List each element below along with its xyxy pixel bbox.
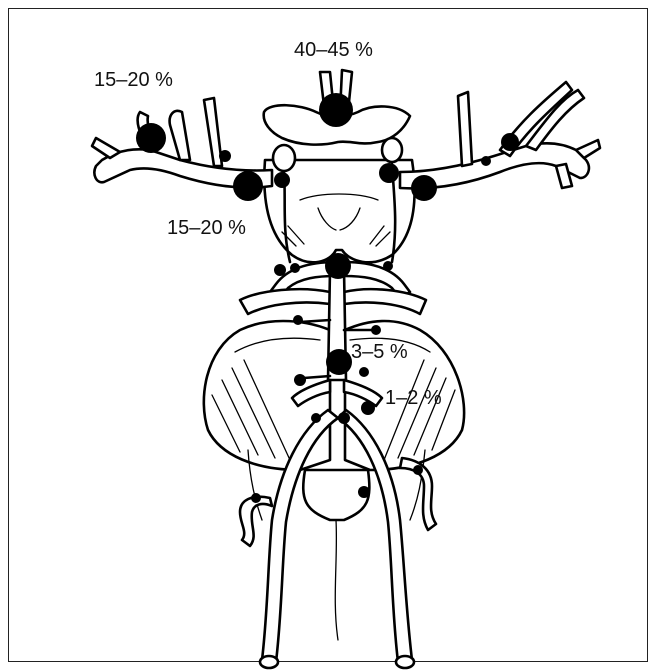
aneurysm-aica-left bbox=[294, 374, 306, 386]
label-acom-percent: 40–45 % bbox=[294, 39, 373, 61]
aneurysm-pcom-left bbox=[233, 171, 263, 201]
label-mca-percent: 15–20 % bbox=[94, 69, 173, 91]
aneurysm-mca-left-branch bbox=[219, 150, 231, 162]
aneurysm-right-ica bbox=[411, 175, 437, 201]
aneurysm-right-small bbox=[379, 163, 399, 183]
aneurysm-pca-left bbox=[274, 264, 286, 276]
aneurysm-pca-left2 bbox=[290, 263, 300, 273]
aneurysm-sca-left bbox=[293, 315, 303, 325]
label-pcom-percent: 15–20 % bbox=[167, 217, 246, 239]
aneurysm-mca-left bbox=[136, 123, 166, 153]
aneurysm-left-small bbox=[274, 172, 290, 188]
aneurysm-sca-right bbox=[371, 325, 381, 335]
aneurysm-vertebral-left-lower bbox=[251, 493, 261, 503]
aneurysm-pica-left bbox=[311, 413, 321, 423]
aneurysm-vertebral-junction bbox=[361, 401, 375, 415]
aneurysm-aica-right bbox=[359, 367, 369, 377]
aneurysm-pca-right bbox=[383, 261, 393, 271]
label-vertebral-percent: 1–2 % bbox=[385, 387, 442, 409]
aneurysm-acom bbox=[319, 93, 353, 127]
aneurysm-mca-right-branch2 bbox=[481, 156, 491, 166]
aneurysm-pica-right bbox=[413, 465, 423, 475]
label-basilar-percent: 3–5 % bbox=[351, 341, 408, 363]
middle-cerebral-artery-right bbox=[400, 82, 600, 188]
aneurysm-vertebral-mid bbox=[338, 412, 350, 424]
aneurysm-vertebral-lower bbox=[358, 486, 370, 498]
aneurysm-mca-right-branch bbox=[501, 133, 519, 151]
aneurysm-basilar-trunk bbox=[326, 349, 352, 375]
aneurysm-basilar-tip bbox=[325, 253, 351, 279]
